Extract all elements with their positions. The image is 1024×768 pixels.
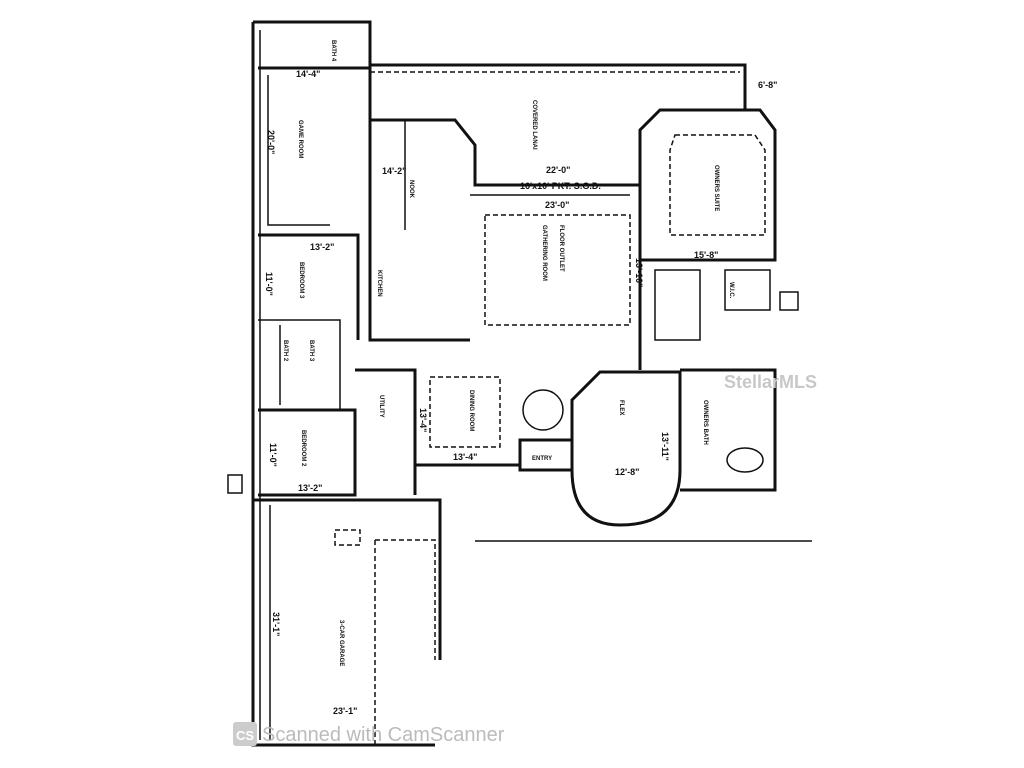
- dimension-labels: 14'-4" 20'-0" 14'-2" 22'-0" 16'x10' PKT.…: [264, 69, 777, 716]
- room-bath-top: BATH 4: [330, 40, 336, 62]
- room-covered-lanai: COVERED LANAI: [531, 100, 537, 150]
- floor-outlet-label: FLOOR OUTLET: [558, 225, 564, 272]
- dim-gathering-depth: 13'-10": [634, 258, 644, 287]
- camscanner-watermark: Scanned with CamScanner: [262, 724, 505, 746]
- dim-bed3-length: 11'-0": [264, 272, 274, 296]
- room-entry: ENTRY: [532, 456, 552, 462]
- room-kitchen: KITCHEN: [376, 270, 382, 297]
- dim-garage-width: 23'-1": [333, 706, 357, 716]
- dim-nook-width: 14'-2": [382, 166, 406, 176]
- dim-game-length: 20'-0": [266, 130, 276, 154]
- room-owners-bath: OWNERS BATH: [702, 400, 708, 445]
- room-wic: W.I.C.: [728, 282, 734, 299]
- room-bedroom-2: BEDROOM 2: [300, 430, 306, 467]
- dim-lanai-depth: 6'-8": [758, 80, 777, 90]
- room-game-room: GAME ROOM: [297, 120, 303, 158]
- dim-flex-depth: 13'-11": [660, 432, 670, 461]
- room-bedroom-3: BEDROOM 3: [298, 262, 304, 299]
- dim-bed2-width: 13'-2": [298, 483, 322, 493]
- walls: [227, 20, 812, 747]
- room-flex: FLEX: [618, 400, 624, 415]
- dim-dining-depth: 13'-4": [418, 408, 428, 432]
- dim-suite-width: 15'-8": [694, 250, 718, 260]
- room-bath-2: BATH 2: [282, 340, 288, 362]
- watermarks: CS Scanned with CamScanner StellarMLS: [233, 372, 817, 746]
- room-bath-3: BATH 3: [308, 340, 314, 362]
- room-gathering: GATHERING ROOM: [541, 225, 547, 281]
- dim-slider: 16'x10' PKT. S.G.D.: [520, 181, 601, 191]
- room-labels: BATH 4 GAME ROOM COVERED LANAI NOOK KITC…: [282, 40, 734, 666]
- svg-text:CS: CS: [236, 728, 254, 743]
- dim-flex-width: 12'-8": [615, 467, 639, 477]
- dim-lanai-width: 22'-0": [546, 165, 570, 175]
- camscanner-logo: [233, 722, 257, 746]
- dim-dining-width: 13'-4": [453, 452, 477, 462]
- dim-bed3-width: 13'-2": [310, 242, 334, 252]
- room-utility: UTILITY: [378, 395, 384, 418]
- room-owners-suite: OWNERS SUITE: [713, 165, 719, 211]
- room-nook: NOOK: [408, 180, 414, 199]
- room-garage: 3-CAR GARAGE: [338, 620, 344, 666]
- mls-watermark: StellarMLS: [724, 372, 817, 392]
- dim-bed2-length: 11'-0": [268, 443, 278, 467]
- dim-gathering-width: 23'-0": [545, 200, 569, 210]
- room-dining: DINING ROOM: [468, 390, 474, 431]
- dim-garage-length: 31'-1": [271, 612, 281, 636]
- dim-game-width: 14'-4": [296, 69, 320, 79]
